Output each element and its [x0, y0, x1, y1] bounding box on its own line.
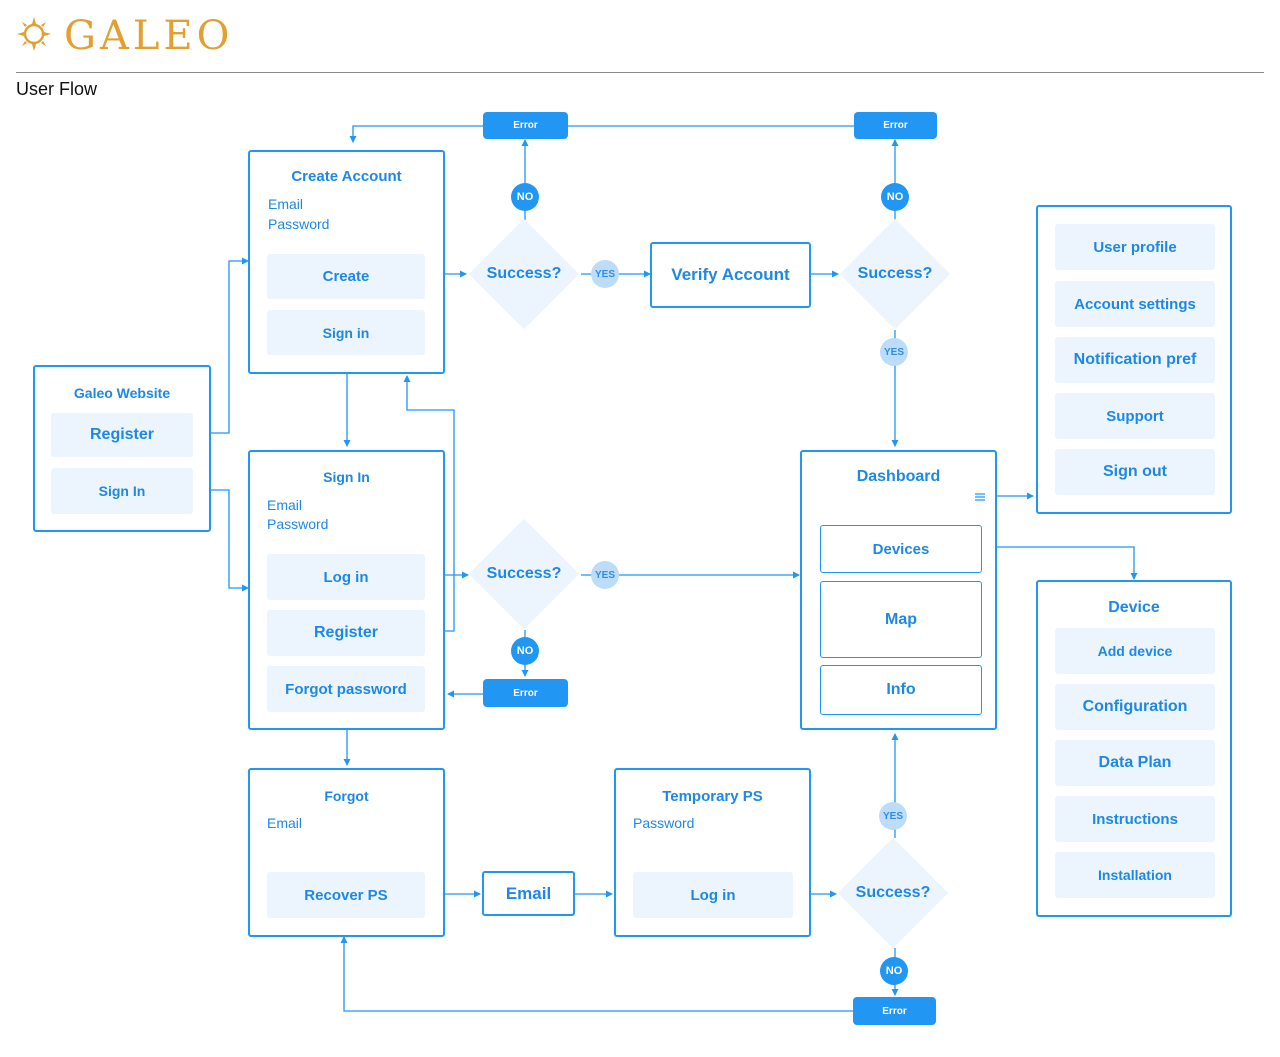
error-create: Error: [483, 112, 568, 139]
wire-error-to-forgot-bottom: [340, 936, 853, 1012]
wire-error-to-create: [349, 125, 484, 143]
email-step-box: Email: [482, 871, 575, 916]
create-button[interactable]: Create: [267, 254, 425, 299]
sign-in-title: Sign In: [323, 469, 370, 485]
error-verify: Error: [854, 112, 937, 139]
error-temp: Error: [853, 997, 936, 1025]
temporary-log-in-button[interactable]: Log in: [633, 872, 793, 918]
compass-sun-icon: [17, 17, 51, 51]
configuration-item[interactable]: Configuration: [1055, 684, 1215, 730]
no-badge-verify: NO: [881, 183, 909, 211]
forgot-panel: Forgot Email Recover PS: [248, 768, 445, 937]
forgot-email-field[interactable]: Email: [267, 815, 303, 831]
decision-label: Success?: [486, 565, 562, 582]
yes-badge-create: YES: [591, 260, 619, 288]
log-in-button[interactable]: Log in: [267, 554, 425, 600]
support-item[interactable]: Support: [1055, 393, 1215, 439]
decision-label: Success?: [855, 884, 931, 901]
instructions-item[interactable]: Instructions: [1055, 796, 1215, 842]
temp-success-decision: Success?: [837, 837, 949, 949]
website-register-button[interactable]: Register: [51, 413, 193, 457]
create-password-field[interactable]: Password: [268, 216, 330, 232]
create-account-panel: Create Account Email Password Create Sig…: [248, 150, 445, 374]
temporary-ps-panel: Temporary PS Password Log in: [614, 768, 811, 937]
verify-account-box: Verify Account: [650, 242, 811, 308]
device-title: Device: [1108, 599, 1160, 616]
create-email-field[interactable]: Email: [268, 196, 304, 212]
temporary-ps-title: Temporary PS: [662, 788, 763, 805]
yes-badge-temp: YES: [879, 802, 907, 830]
sign-in-password-field[interactable]: Password: [267, 516, 329, 532]
signin-success-decision: Success?: [468, 518, 580, 630]
devices-button[interactable]: Devices: [820, 525, 982, 573]
temporary-ps-password-field[interactable]: Password: [633, 815, 695, 831]
user-profile-item[interactable]: User profile: [1055, 224, 1215, 270]
notification-pref-item[interactable]: Notification pref: [1055, 337, 1215, 383]
create-success-decision: Success?: [468, 218, 580, 330]
galeo-website-panel: Galeo Website Register Sign In: [33, 365, 211, 532]
sign-in-email-field[interactable]: Email: [267, 497, 303, 513]
brand-name: GALEO: [64, 13, 234, 59]
yes-badge-verify: YES: [880, 338, 908, 366]
decision-label: Success?: [486, 265, 562, 282]
sign-out-item[interactable]: Sign out: [1055, 449, 1215, 495]
forgot-password-button[interactable]: Forgot password: [267, 666, 425, 712]
create-account-title: Create Account: [291, 168, 402, 185]
no-badge-signin: NO: [511, 637, 539, 665]
error-signin: Error: [483, 679, 568, 707]
account-settings-item[interactable]: Account settings: [1055, 281, 1215, 327]
add-device-item[interactable]: Add device: [1055, 628, 1215, 674]
sign-in-panel: Sign In Email Password Log in Register F…: [248, 450, 445, 730]
yes-badge-signin: YES: [591, 561, 619, 589]
info-button[interactable]: Info: [820, 665, 982, 715]
wire-devices-to-device: [978, 546, 1138, 580]
dashboard-panel: Dashboard Devices Map Info: [800, 450, 997, 730]
verify-success-decision: Success?: [839, 218, 951, 330]
device-panel: Device Add device Configuration Data Pla…: [1036, 580, 1232, 917]
decision-label: Success?: [857, 265, 933, 282]
no-badge-create: NO: [511, 183, 539, 211]
galeo-website-title: Galeo Website: [73, 385, 171, 401]
hamburger-menu-icon[interactable]: [975, 493, 985, 501]
register-button[interactable]: Register: [267, 610, 425, 656]
recover-ps-button[interactable]: Recover PS: [267, 872, 425, 918]
dashboard-title: Dashboard: [856, 468, 941, 485]
website-sign-in-button[interactable]: Sign In: [51, 468, 193, 514]
forgot-title: Forgot: [324, 788, 369, 804]
page-subtitle: User Flow: [16, 79, 98, 99]
header-divider: [16, 72, 1264, 73]
data-plan-item[interactable]: Data Plan: [1055, 740, 1215, 786]
no-badge-temp: NO: [880, 957, 908, 985]
create-sign-in-button[interactable]: Sign in: [267, 310, 425, 355]
profile-menu-panel: User profile Account settings Notificati…: [1036, 205, 1232, 514]
installation-item[interactable]: Installation: [1055, 852, 1215, 898]
map-button[interactable]: Map: [820, 581, 982, 658]
